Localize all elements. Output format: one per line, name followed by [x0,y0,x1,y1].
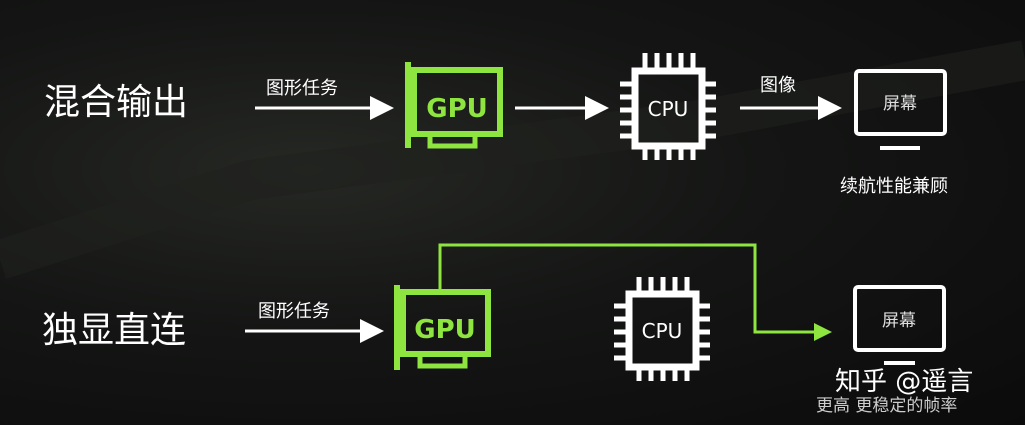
row1-title: 混合输出 [44,82,188,123]
row1-gpu-icon: GPU [405,62,503,149]
row2-monitor-icon: 屏幕 [853,285,946,365]
row2-task-label: 图形任务 [258,301,330,322]
row1-monitor-icon: 屏幕 [854,69,947,150]
row1-gpu-label: GPU [426,94,488,124]
row2-gpu-label: GPU [414,315,476,345]
row1-cpu-label: CPU [648,97,689,121]
row2-gpu-icon: GPU [394,285,491,370]
row2-screen-label: 屏幕 [882,311,916,331]
row2-caption: 更高 更稳定的帧率 [816,396,957,416]
row2-title: 独显直连 [42,310,186,351]
row1-screen-label: 屏幕 [883,94,917,114]
row2-cpu-label: CPU [642,319,683,343]
row1-caption: 续航性能兼顾 [840,176,948,197]
row2-cpu-icon: CPU [614,277,710,381]
row1-cpu-icon: CPU [620,53,716,160]
row2-direct-link-arrow [438,243,832,341]
row1-image-label: 图像 [760,75,796,96]
row1-task-label: 图形任务 [266,78,338,99]
watermark: 知乎 @遥言 [835,367,973,397]
